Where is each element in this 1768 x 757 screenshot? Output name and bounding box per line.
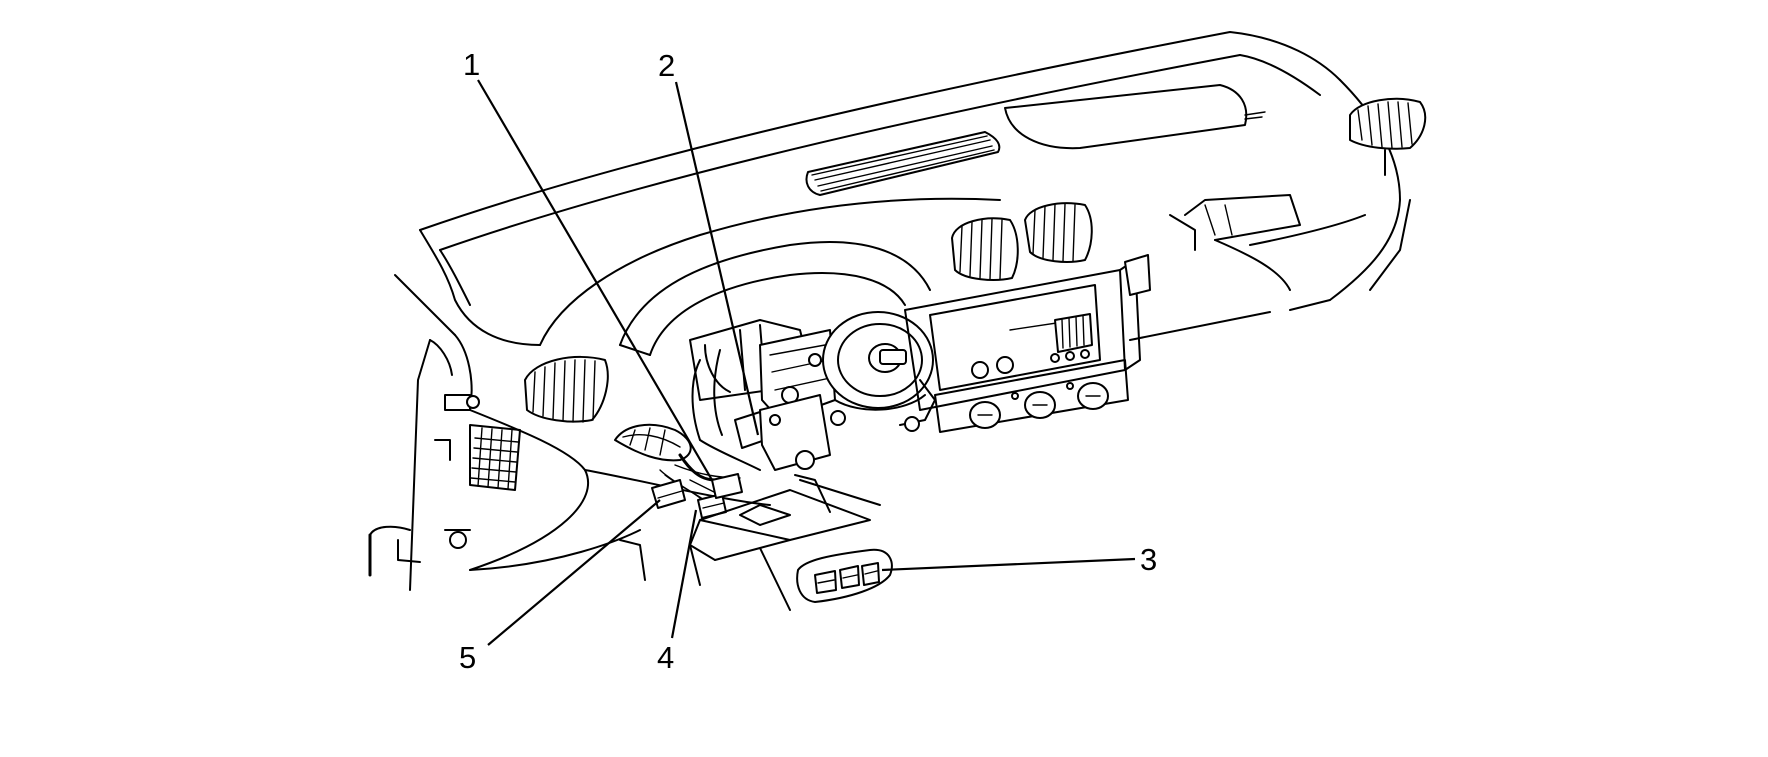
right-lower-dash bbox=[1169, 194, 1301, 291]
lower-center-bracket bbox=[619, 474, 881, 611]
callout-4: 4 bbox=[657, 640, 674, 675]
leader-lines bbox=[477, 79, 1136, 646]
left-air-vent bbox=[524, 356, 609, 423]
callout-3: 3 bbox=[1140, 542, 1157, 577]
right-air-vent bbox=[1349, 97, 1427, 176]
leader-line-1 bbox=[477, 79, 713, 481]
leader-line-3 bbox=[881, 557, 1136, 572]
callouts: 1 2 3 4 5 bbox=[459, 47, 1157, 675]
center-air-vents bbox=[951, 202, 1093, 281]
callout-1: 1 bbox=[463, 47, 480, 82]
steering-column bbox=[689, 319, 836, 471]
left-side-panel bbox=[368, 274, 771, 591]
leader-line-2 bbox=[674, 81, 760, 436]
callout-2: 2 bbox=[658, 48, 675, 83]
leader-line-4 bbox=[670, 509, 698, 639]
leader-line-5 bbox=[487, 499, 661, 646]
defrost-vent bbox=[805, 131, 1001, 196]
steering-hub bbox=[822, 311, 936, 432]
window-switch-assembly bbox=[796, 548, 893, 603]
passenger-panel bbox=[1004, 84, 1266, 150]
radio-hvac-stack bbox=[904, 254, 1271, 433]
dashboard-outline bbox=[419, 31, 1411, 346]
callout-5: 5 bbox=[459, 640, 476, 675]
wiring-harness bbox=[614, 423, 743, 519]
